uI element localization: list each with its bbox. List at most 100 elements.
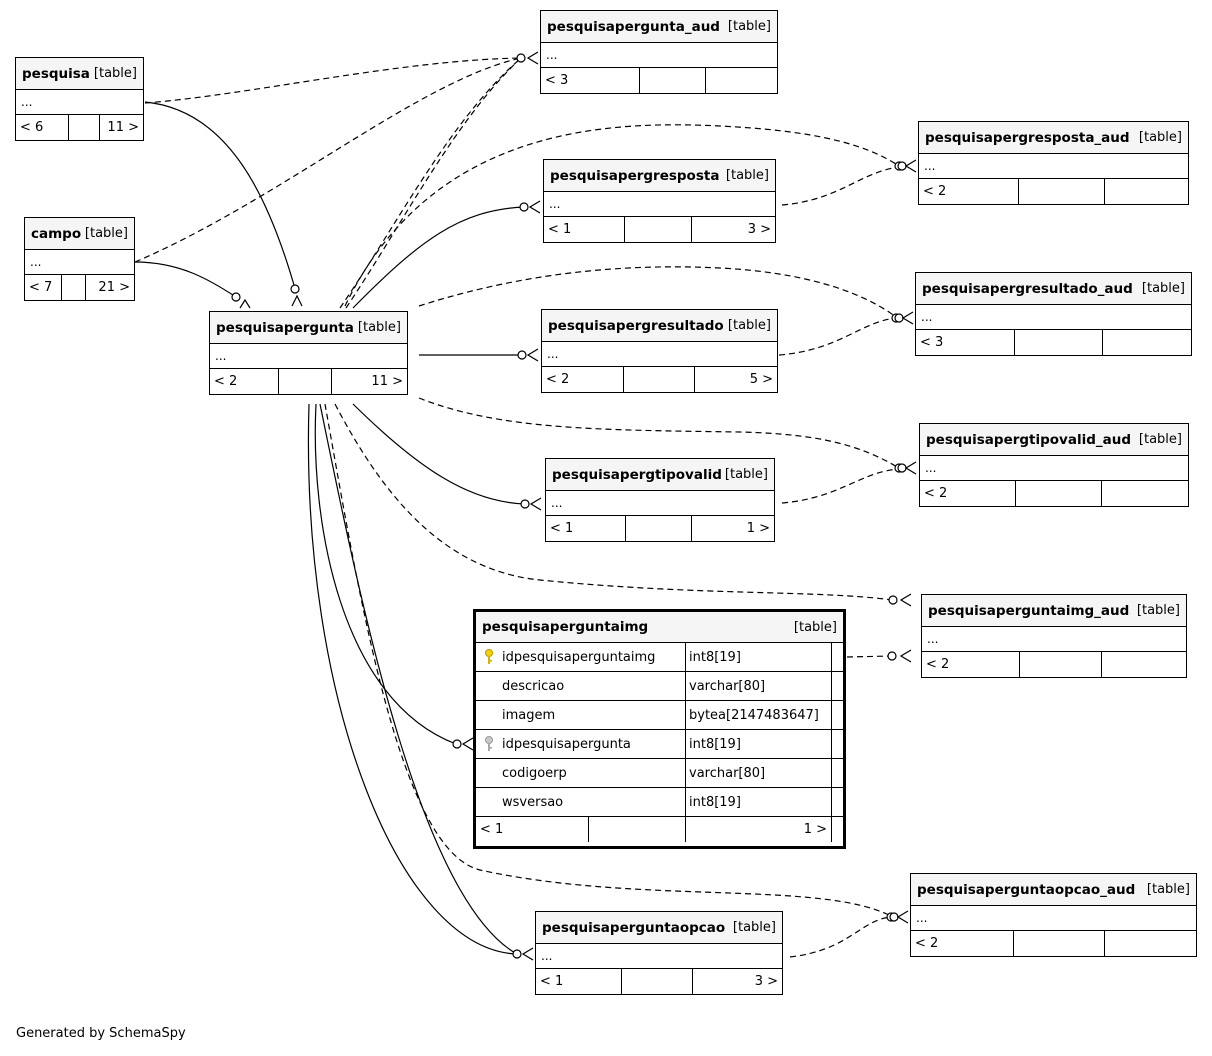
table-type: [table] — [1146, 882, 1190, 897]
edge-pesquisa-to-pesquisapergunta-aud — [144, 57, 522, 104]
table-header: pesquisapergresultado_aud[table] — [916, 273, 1191, 305]
edge-pesquisapergunta-to-pesquisaperguntaopcao — [307, 403, 518, 955]
edge-pesquisa-to-pesquisapergunta — [144, 101, 297, 293]
edge-pesquisapergunta-to-pesquisapergresposta — [352, 206, 525, 309]
column-type: int8[19] — [686, 730, 832, 758]
table-header: pesquisaperguntaopcao_aud [table] — [911, 874, 1196, 906]
column-extra — [832, 643, 843, 671]
table-type: [table] — [793, 619, 837, 635]
column-row[interactable]: codigoerp varchar[80] — [476, 759, 843, 788]
child-count: 21 > — [98, 280, 130, 295]
table-pesquisapergresposta-aud[interactable]: pesquisapergresposta_aud[table] ... < 2 — [918, 121, 1189, 205]
table-columns-collapsed: ... — [25, 250, 134, 275]
parent-count: < 2 — [919, 179, 1019, 204]
column-name: descricao — [476, 672, 686, 700]
footer-spacer — [626, 516, 692, 541]
table-pesquisapergtipovalid-aud[interactable]: pesquisapergtipovalid_aud[table] ... < 2 — [919, 423, 1189, 507]
parent-count: < 1 — [544, 217, 625, 242]
column-row[interactable]: descricao varchar[80] — [476, 672, 843, 701]
footer-spacer — [1019, 179, 1105, 204]
parent-count: < 3 — [541, 68, 641, 93]
table-pesquisaperguntaimg[interactable]: pesquisaperguntaimg[table] idpesquisaper… — [473, 609, 846, 849]
column-type: bytea[2147483647] — [686, 701, 832, 729]
table-header: pesquisapergunta_aud[table] — [541, 11, 777, 43]
column-extra — [832, 672, 843, 700]
edge-pesquisapergunta-to-pesquisaperguntaimg-aud — [334, 403, 893, 601]
edge-campo-to-pesquisapergunta — [134, 261, 237, 298]
child-count — [1105, 931, 1196, 956]
child-count: 11 > — [107, 120, 139, 135]
column-row[interactable]: idpesquisapergunta int8[19] — [476, 730, 843, 759]
table-type: [table] — [357, 320, 401, 335]
column-type: varchar[80] — [686, 672, 832, 700]
table-name: pesquisa — [22, 65, 90, 82]
table-type: [table] — [727, 19, 771, 34]
table-type: [table] — [724, 467, 768, 482]
table-columns-collapsed: ... — [546, 491, 774, 516]
child-count — [1102, 481, 1188, 506]
edge-pesquisapergunta-to-pesquisaperguntaopcao-aud — [324, 403, 892, 917]
table-columns-collapsed: ... — [16, 90, 143, 115]
column-name: codigoerp — [476, 759, 686, 787]
column-name: imagem — [476, 701, 686, 729]
table-pesquisapergresultado-aud[interactable]: pesquisapergresultado_aud[table] ... < 3 — [915, 272, 1192, 356]
column-name-cell: idpesquisaperguntaimg — [476, 643, 686, 671]
footer-spacer — [279, 369, 333, 394]
table-columns-collapsed: ... — [541, 43, 777, 68]
parent-count: < 3 — [916, 330, 1015, 355]
table-header: pesquisapergresposta_aud[table] — [919, 122, 1188, 154]
table-footer: < 2 — [911, 931, 1196, 956]
table-footer: < 2 11 > — [210, 369, 407, 394]
table-type: [table] — [1141, 281, 1185, 296]
parent-count: < 7 — [25, 275, 63, 300]
table-pesquisapergunta-aud[interactable]: pesquisapergunta_aud[table] ... < 3 — [540, 10, 778, 94]
footer-spacer — [625, 217, 692, 242]
table-header: pesquisaperguntaopcao[table] — [536, 912, 782, 944]
table-type: [table] — [1136, 603, 1180, 618]
table-columns-collapsed: ... — [920, 456, 1188, 481]
edge-pesquisapergunta-to-pesquisapergunta-aud — [339, 57, 522, 309]
edge-pesquisapergresposta-to-pesquisapergresposta-aud — [781, 166, 900, 206]
table-columns-collapsed: ... — [919, 154, 1188, 179]
parent-count: < 2 — [922, 652, 1020, 677]
child-count — [1105, 179, 1188, 204]
edge-pesquisaperguntaopcao-to-pesquisaperguntaopcao-aud — [789, 916, 892, 958]
footer-spacer — [1016, 481, 1103, 506]
table-columns-collapsed: ... — [911, 906, 1196, 931]
footer-spacer — [1015, 330, 1103, 355]
child-count: 11 > — [371, 374, 403, 389]
column-extra — [832, 701, 843, 729]
column-type: varchar[80] — [686, 759, 832, 787]
column-row[interactable]: wsversao int8[19] — [476, 788, 843, 817]
parent-count: < 2 — [210, 369, 279, 394]
table-name: pesquisaperguntaopcao_aud — [917, 881, 1136, 898]
parent-count: < 2 — [911, 931, 1014, 956]
parent-count: < 2 — [920, 481, 1017, 506]
table-name: pesquisapergtipovalid — [552, 466, 722, 483]
table-columns-collapsed: ... — [916, 305, 1191, 330]
column-row[interactable]: imagem bytea[2147483647] — [476, 701, 843, 730]
table-header: pesquisapergtipovalid[table] — [546, 459, 774, 491]
table-name: pesquisapergresposta — [550, 167, 720, 184]
table-footer: < 3 — [916, 330, 1191, 355]
table-pesquisaperguntaopcao-aud[interactable]: pesquisaperguntaopcao_aud [table] ... < 2 — [910, 873, 1197, 957]
table-pesquisaperguntaimg-aud[interactable]: pesquisaperguntaimg_aud[table] ... < 2 — [921, 594, 1187, 678]
column-row[interactable]: idpesquisaperguntaimg int8[19] — [476, 643, 843, 672]
edge-pesquisapergtipovalid-to-pesquisapergtipovalid-aud — [781, 468, 900, 504]
edge-pesquisaperguntaimg-to-pesquisaperguntaimg-aud — [846, 655, 893, 658]
table-columns-collapsed: ... — [210, 344, 407, 369]
edge-pesquisapergunta-to-pesquisapergresposta-aud — [344, 124, 900, 307]
column-type: int8[19] — [686, 788, 832, 816]
edge-pesquisapergunta-to-pesquisapergtipovalid — [352, 403, 526, 505]
